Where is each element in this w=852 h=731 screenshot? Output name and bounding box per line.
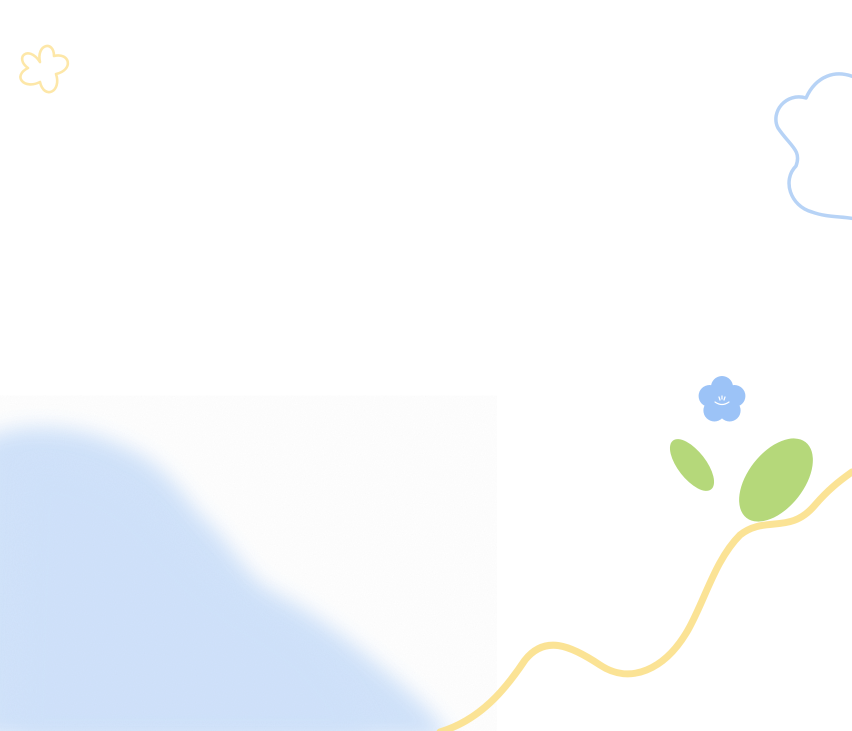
clover-outline-icon xyxy=(19,44,70,94)
leaf-left xyxy=(669,439,715,491)
blue-flower-icon xyxy=(698,376,746,422)
watercolor-cloud-icon xyxy=(0,427,445,731)
leaf-icon xyxy=(739,438,813,522)
cloud-outline-icon xyxy=(774,72,852,221)
wavy-vine-icon xyxy=(436,468,852,731)
